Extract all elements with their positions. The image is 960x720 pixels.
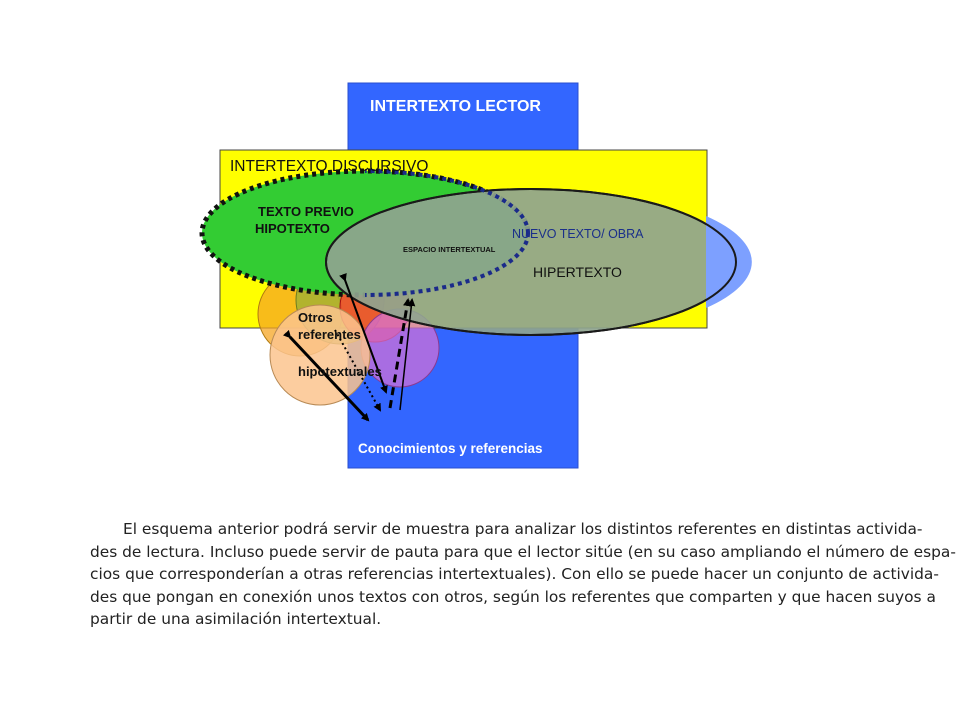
caption-line: El esquema anterior podrá servir de mues… xyxy=(123,520,923,538)
caption-line: partir de una asimilación intertextual. xyxy=(90,610,382,628)
other-referents-label-2: referentes xyxy=(298,327,361,342)
reader-intertext-label: INTERTEXTO LECTOR xyxy=(370,98,541,115)
new-text-label: NUEVO TEXTO/ OBRA xyxy=(512,227,644,241)
previous-text-label: TEXTO PREVIO xyxy=(258,204,354,219)
caption-line: cios que corresponderían a otras referen… xyxy=(90,565,939,583)
caption-paragraph: El esquema anterior podrá servir de mues… xyxy=(90,518,956,631)
caption-line: des que pongan en conexión unos textos c… xyxy=(90,587,936,606)
knowledge-label: Conocimientos y referencias xyxy=(358,441,543,456)
hypertext-outline xyxy=(325,188,737,336)
intertextual-space-label: ESPACIO INTERTEXTUAL xyxy=(403,245,496,254)
hypertext-label: HIPERTEXTO xyxy=(533,264,622,280)
hypotext-label: HIPOTEXTO xyxy=(255,221,330,236)
caption-line: des de lectura. Incluso puede servir de … xyxy=(90,542,956,561)
arrow-solid-left xyxy=(339,272,388,394)
intertext-diagram: INTERTEXTO LECTOR INTERTEXTO DISCURSIVO … xyxy=(199,82,752,469)
hypertext-blue-edge xyxy=(706,216,752,308)
arrow-solid-diagonal xyxy=(282,329,370,422)
other-referents-label-1: Otros xyxy=(298,310,333,325)
other-referents-label-3: hipotextuales xyxy=(298,364,382,379)
arrow-solid-thin xyxy=(399,298,416,411)
discursive-intertext-label: INTERTEXTO DISCURSIVO xyxy=(230,158,428,175)
arrow-dashed xyxy=(388,298,411,409)
